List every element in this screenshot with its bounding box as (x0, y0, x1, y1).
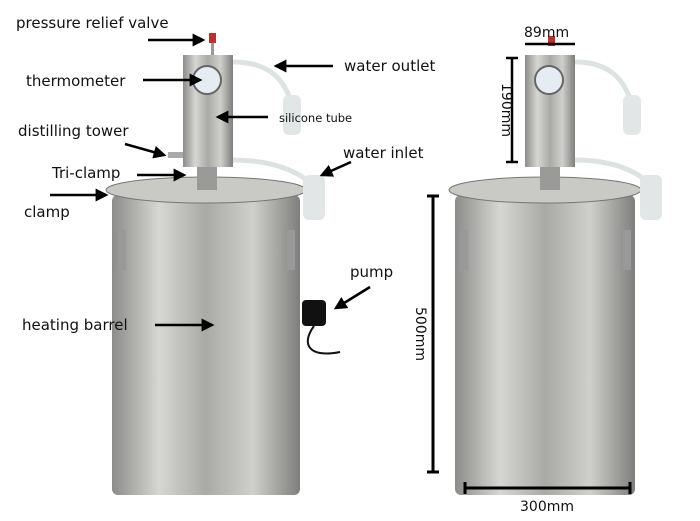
distiller-left (105, 33, 341, 495)
distiller-right (448, 36, 662, 495)
arrow (319, 160, 352, 177)
dim-barrel-diameter: 300mm (520, 499, 574, 515)
heating-barrel (455, 195, 635, 495)
silicone-tube (232, 59, 320, 192)
label-water-inlet: water inlet (343, 144, 424, 162)
handle (287, 230, 295, 270)
dim-tower-diameter: 89mm (524, 25, 569, 41)
pressure-relief-valve (209, 33, 216, 43)
label-silicone-tube: silicone tube (279, 111, 352, 125)
heating-barrel (112, 195, 300, 495)
label-water-outlet: water outlet (344, 57, 435, 75)
label-tri-clamp: Tri-clamp (51, 164, 120, 182)
label-thermometer: thermometer (26, 72, 126, 90)
label-heating-barrel: heating barrel (22, 316, 128, 334)
arrow (124, 142, 167, 159)
label-clamp: clamp (24, 203, 70, 221)
dim-tower-height: 190mm (498, 83, 514, 137)
handle (118, 230, 126, 270)
pump (302, 300, 341, 355)
tri-clamp (197, 165, 217, 190)
arrow (333, 285, 371, 310)
label-pump: pump (350, 263, 393, 281)
label-pressure-relief-valve: pressure relief valve (16, 14, 169, 32)
dim-barrel-height: 500mm (412, 307, 428, 361)
label-distilling-tower: distilling tower (18, 122, 129, 140)
